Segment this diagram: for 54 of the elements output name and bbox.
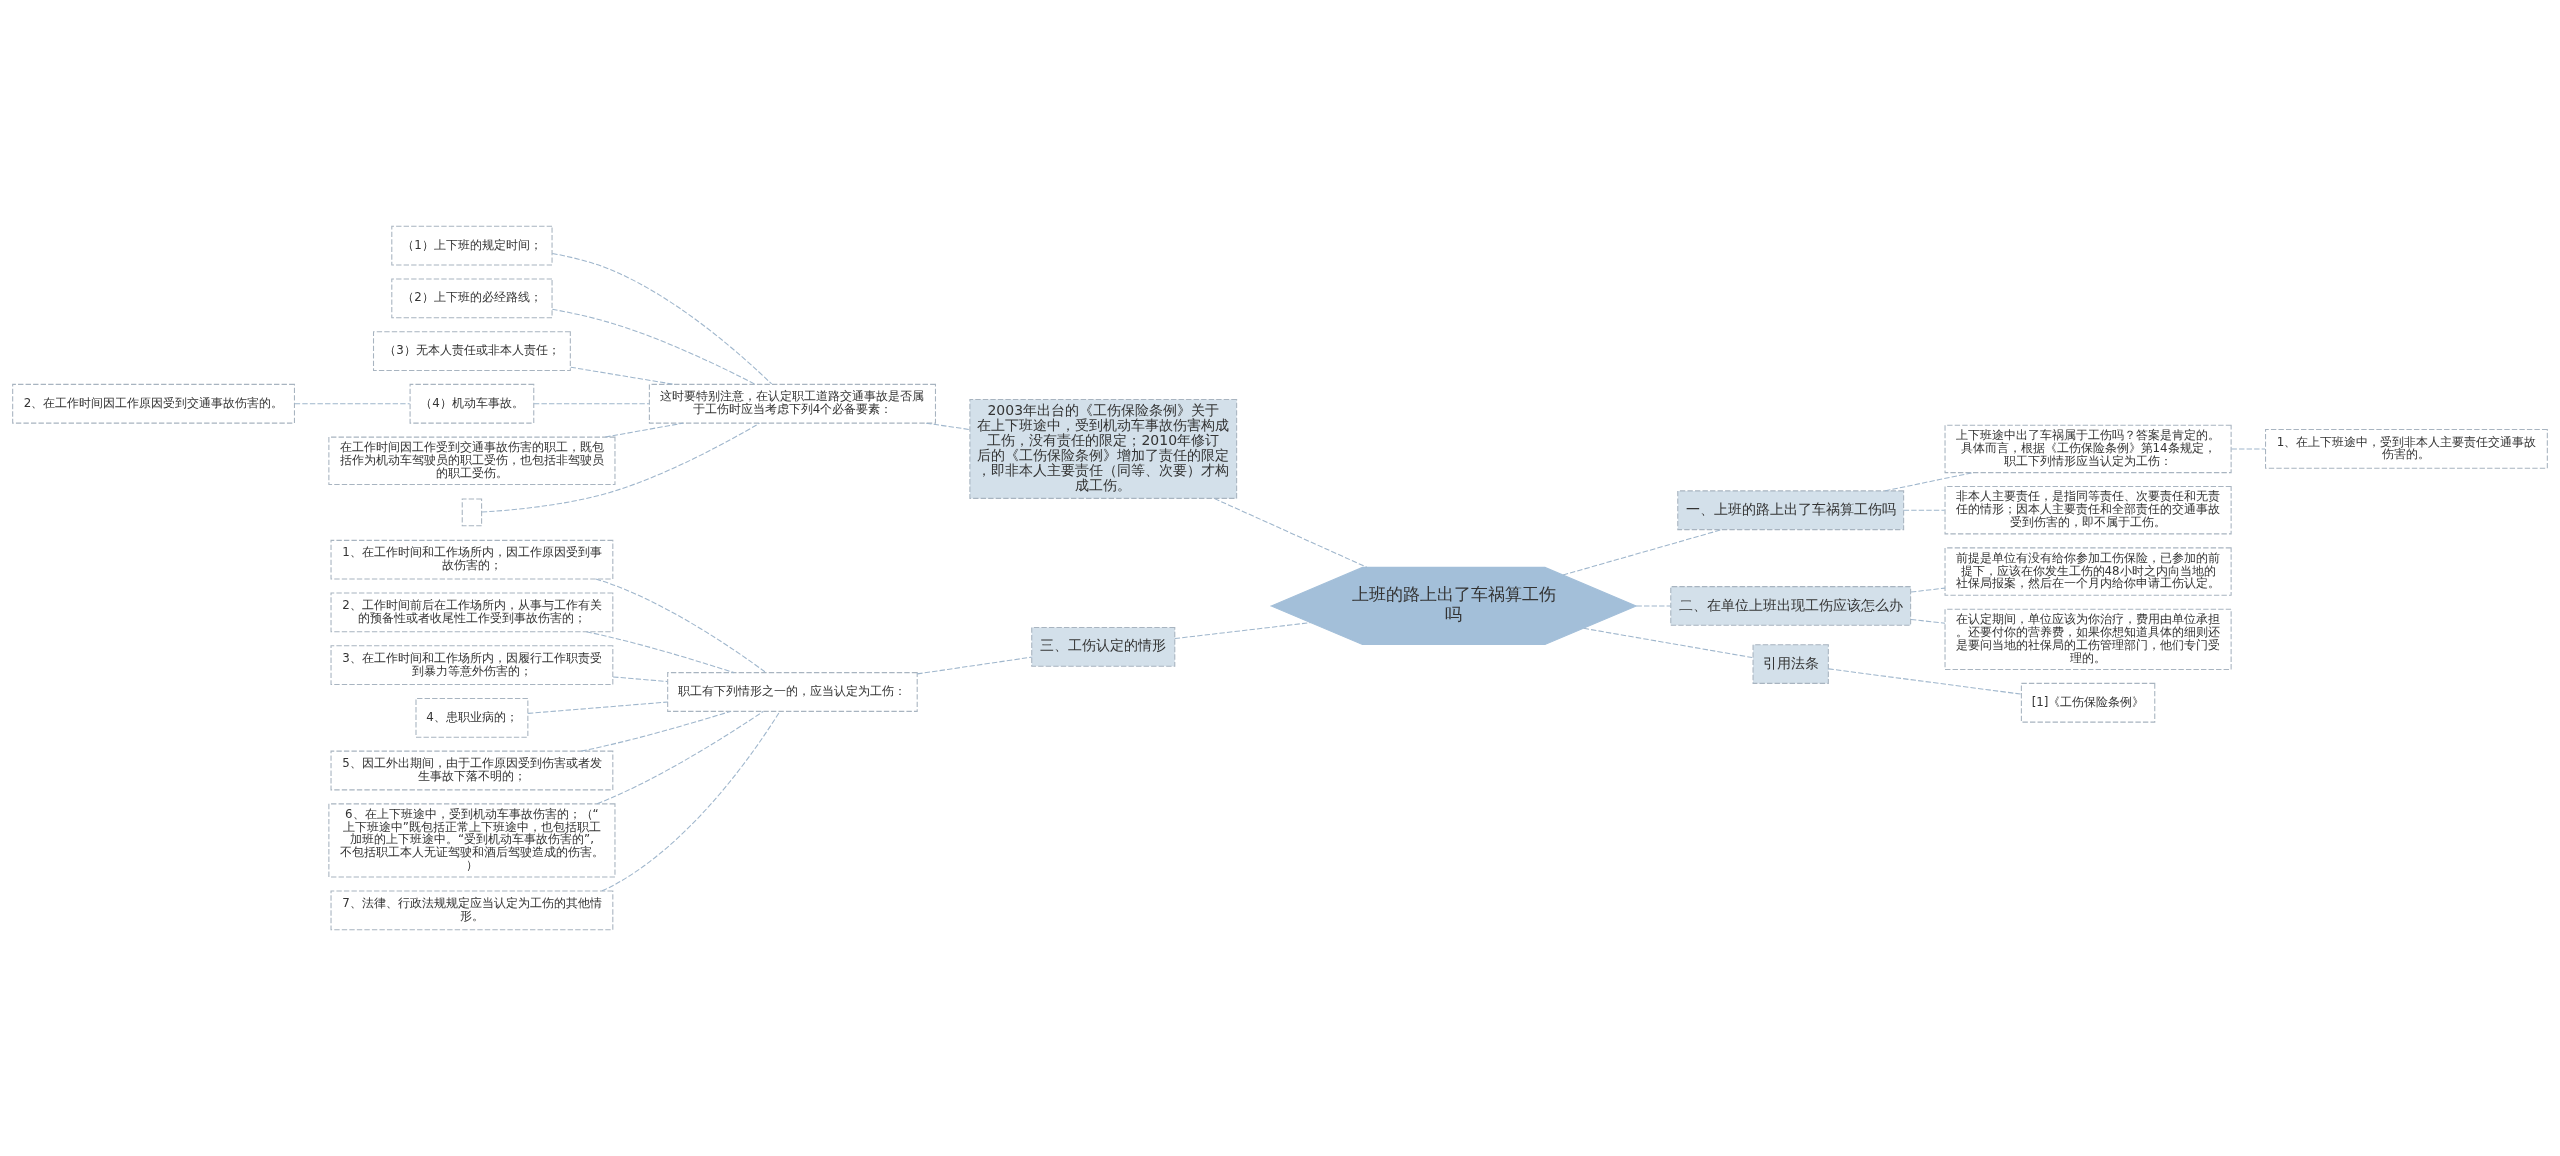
- node-box: 2003年出台的《工伤保险条例》关于在上下班途中，受到机动车事故伤害构成工伤，没有责任的限定；2010年修订后的《工伤保险条例》增加了责任的限定，即非本人主要责任（同等、次要）才构成工伤。: [969, 398, 1238, 499]
- node-box: （2）上下班的必经路线；: [391, 278, 553, 319]
- connector: [1583, 627, 1754, 659]
- connector: [1910, 618, 1946, 624]
- connector: [294, 403, 411, 405]
- node-box: 前提是单位有没有给你参加工伤保险，已参加的前提下，应该在你发生工伤的48小时之内向当地的社保局报案，然后在一个月内给你申请工伤认定。: [1944, 547, 2232, 596]
- node-box: 一、上班的路上出了车祸算工伤吗: [1677, 490, 1905, 531]
- connector: [1910, 587, 1946, 593]
- node-box: 4、患职业病的；: [415, 697, 529, 738]
- node-box: 非本人主要责任，是指同等责任、次要责任和无责任的情形；因本人主要责任和全部责任的交通事故受到伤害的，即不属于工伤。: [1944, 486, 2232, 535]
- connector: [551, 252, 773, 385]
- connector: [1214, 498, 1368, 568]
- connector: [2231, 448, 2266, 450]
- node-box: 二、在单位上班出现工伤应该怎么办: [1670, 586, 1912, 626]
- node-box: 6、在上下班途中，受到机动车事故伤害的；（“上下班途中”既包括正常上下班途中，也包括职工加班的上下班途中。“受到机动车事故伤害的”,不包括职工本人无证驾驶和酒后驾驶造成的伤害。）: [328, 803, 616, 878]
- node-box: 2、工作时间前后在工作场所内，从事与工作有关的预备性或者收尾性工作受到事故伤害的；: [330, 592, 614, 633]
- node-box: 2、在工作时间因工作原因受到交通事故伤害的。: [12, 383, 295, 424]
- connector: [1562, 529, 1723, 576]
- node-box: 在认定期间，单位应该为你治疗，费用由单位承担。还要付你的营养费，如果你想知道具体的细则还是要问当地的社保局的工伤管理部门，他们专门受理的。: [1944, 608, 2232, 670]
- connector: [1635, 605, 1672, 607]
- connector: [570, 366, 675, 385]
- connector: [580, 710, 732, 752]
- node-box: 三、工伤认定的情形: [1031, 626, 1176, 667]
- connector: [601, 710, 781, 892]
- connector: [481, 422, 760, 513]
- node-box: 5、因工外出期间，由于工作原因受到伤害或者发生事故下落不明的；: [330, 750, 614, 791]
- node-box: 在工作时间因工作受到交通事故伤害的职工，既包括作为机动车驾驶员的职工受伤，也包括非驾驶员的职工受伤。: [328, 436, 616, 485]
- connector: [1174, 622, 1311, 640]
- node-box: [461, 498, 483, 527]
- node-box: 引用法条: [1752, 644, 1829, 684]
- connector: [551, 308, 756, 385]
- connector: [604, 422, 684, 438]
- node-box: （1）上下班的规定时间；: [391, 225, 553, 266]
- node-box: [1]《工伤保险条例》: [2020, 682, 2156, 723]
- node-box: 7、法律、行政法规规定应当认定为工伤的其他情形。: [330, 890, 614, 931]
- node-box: 3、在工作时间和工作场所内，因履行工作职责受到暴力等意外伤害的；: [330, 645, 614, 685]
- connector: [1828, 668, 2022, 695]
- connector: [916, 656, 1033, 675]
- node-box: （4）机动车事故。: [409, 383, 535, 424]
- connector: [1903, 509, 1946, 511]
- node-box: 职工有下列情形之一的，应当认定为工伤：: [667, 672, 918, 712]
- connector: [595, 578, 767, 674]
- connector: [612, 676, 668, 683]
- connector: [925, 422, 971, 431]
- node-box: 上下班途中出了车祸属于工伤吗？答案是肯定的。具体而言，根据《工伤保险条例》第14条规定，职工下列情形应当认定为工伤：: [1944, 424, 2232, 474]
- node-box: 这时要特别注意，在认定职工道路交通事故是否属于工伤时应当考虑下列4个必备要素：: [648, 383, 936, 424]
- connector: [1884, 472, 1974, 492]
- node-box: （3）无本人责任或非本人责任；: [372, 331, 571, 371]
- connector: [585, 631, 735, 674]
- connector: [533, 403, 650, 405]
- connector: [596, 711, 764, 805]
- node-box: 1、在上下班途中，受到非本人主要责任交通事故伤害的。: [2265, 429, 2548, 469]
- node-box: 1、在工作时间和工作场所内，因工作原因受到事故伤害的；: [330, 539, 614, 580]
- connector: [527, 701, 669, 714]
